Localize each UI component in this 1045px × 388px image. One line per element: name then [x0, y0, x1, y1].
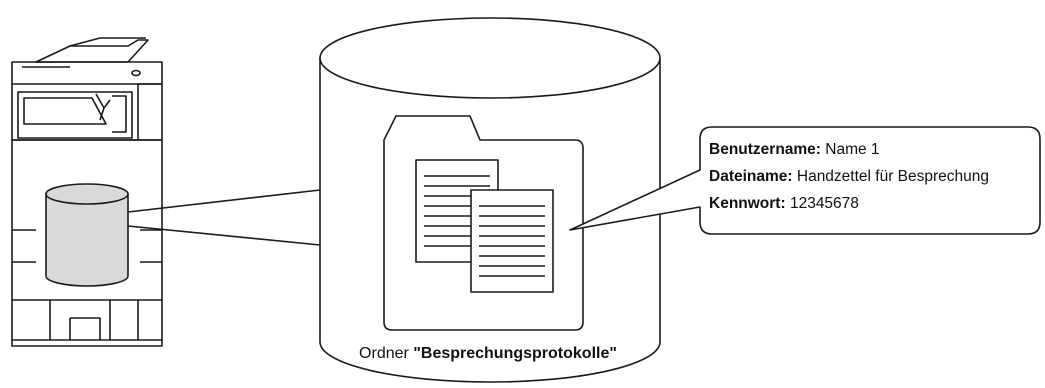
storage-drive-icon: [45, 183, 129, 287]
folder-name: "Besprechungsprotokolle": [413, 345, 617, 362]
folder-caption: Ordner "Besprechungsprotokolle": [318, 345, 658, 363]
multifunction-printer-icon: [11, 37, 163, 347]
info-label: Dateiname:: [709, 168, 793, 185]
info-row-filename: Dateiname: Handzettel für Besprechung: [709, 163, 1039, 190]
info-label: Kennwort:: [709, 195, 786, 212]
file-info-text: Benutzername: Name 1 Dateiname: Handzett…: [709, 136, 1039, 217]
info-value: Name 1: [825, 141, 880, 158]
zoom-lines: [127, 189, 321, 246]
folder-caption-prefix: Ordner: [359, 345, 409, 362]
info-value: 12345678: [789, 195, 859, 212]
document-icon: [415, 159, 554, 293]
info-row-password: Kennwort: 12345678: [709, 190, 1039, 217]
info-value: Handzettel für Besprechung: [796, 168, 990, 185]
info-row-user: Benutzername: Name 1: [709, 136, 1039, 163]
info-label: Benutzername:: [709, 141, 821, 158]
file-info-callout: [569, 126, 1041, 235]
